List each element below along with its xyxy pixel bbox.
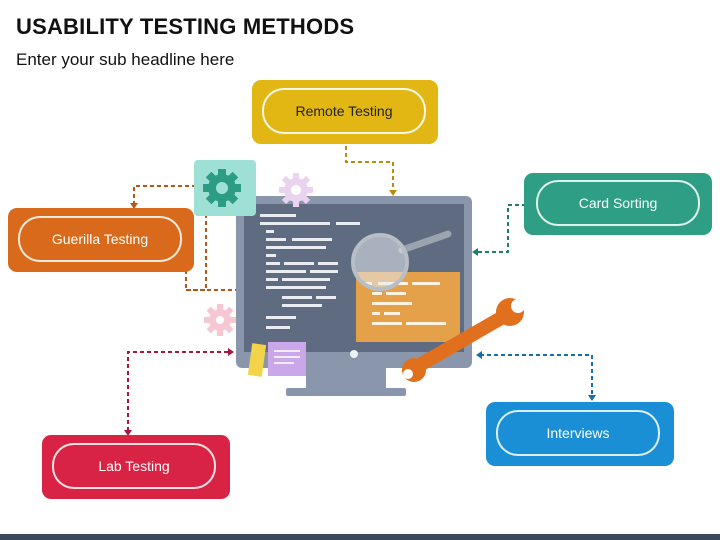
page-subtitle: Enter your sub headline here <box>16 50 235 69</box>
wrench-icon <box>402 298 525 382</box>
lab-testing-label: Lab Testing <box>98 458 170 474</box>
connector-card <box>476 204 526 253</box>
gear-icon <box>194 160 256 216</box>
remote-testing-label: Remote Testing <box>295 103 393 119</box>
arrowhead-remote <box>389 190 397 196</box>
arrowhead-card <box>472 248 478 256</box>
lab-testing-pill: Lab Testing <box>52 443 216 489</box>
bottom-bar <box>0 534 720 540</box>
lab-testing-box: Lab Testing <box>42 435 230 499</box>
connector-remote <box>345 146 394 190</box>
interviews-box: Interviews <box>486 402 674 466</box>
arrowhead-center-lab <box>228 348 234 356</box>
card-sorting-box: Card Sorting <box>524 173 712 235</box>
arrowhead-guerilla <box>130 203 138 209</box>
gear-icon-pink <box>204 304 236 336</box>
monitor-icon <box>236 196 472 396</box>
guerilla-testing-box: Guerilla Testing <box>8 208 194 272</box>
remote-testing-pill: Remote Testing <box>262 88 426 134</box>
connector-interviews <box>480 354 593 397</box>
interviews-pill: Interviews <box>496 410 660 456</box>
magnifier-icon <box>351 230 452 291</box>
card-sorting-pill: Card Sorting <box>536 180 700 226</box>
gear-icon-pale <box>279 173 313 207</box>
arrowhead-interviews <box>588 395 596 401</box>
card-sorting-label: Card Sorting <box>578 195 658 211</box>
remote-testing-box: Remote Testing <box>252 80 438 144</box>
connector-lab <box>127 351 228 432</box>
page-title: USABILITY TESTING METHODS <box>16 14 355 39</box>
guerilla-testing-pill: Guerilla Testing <box>18 216 182 262</box>
arrowhead-lab <box>124 430 132 436</box>
arrowhead-center-int <box>476 351 482 359</box>
connector-guerilla <box>133 185 196 204</box>
sticky-note-icon <box>247 342 306 377</box>
interviews-label: Interviews <box>546 425 610 441</box>
guerilla-testing-label: Guerilla Testing <box>51 231 149 247</box>
